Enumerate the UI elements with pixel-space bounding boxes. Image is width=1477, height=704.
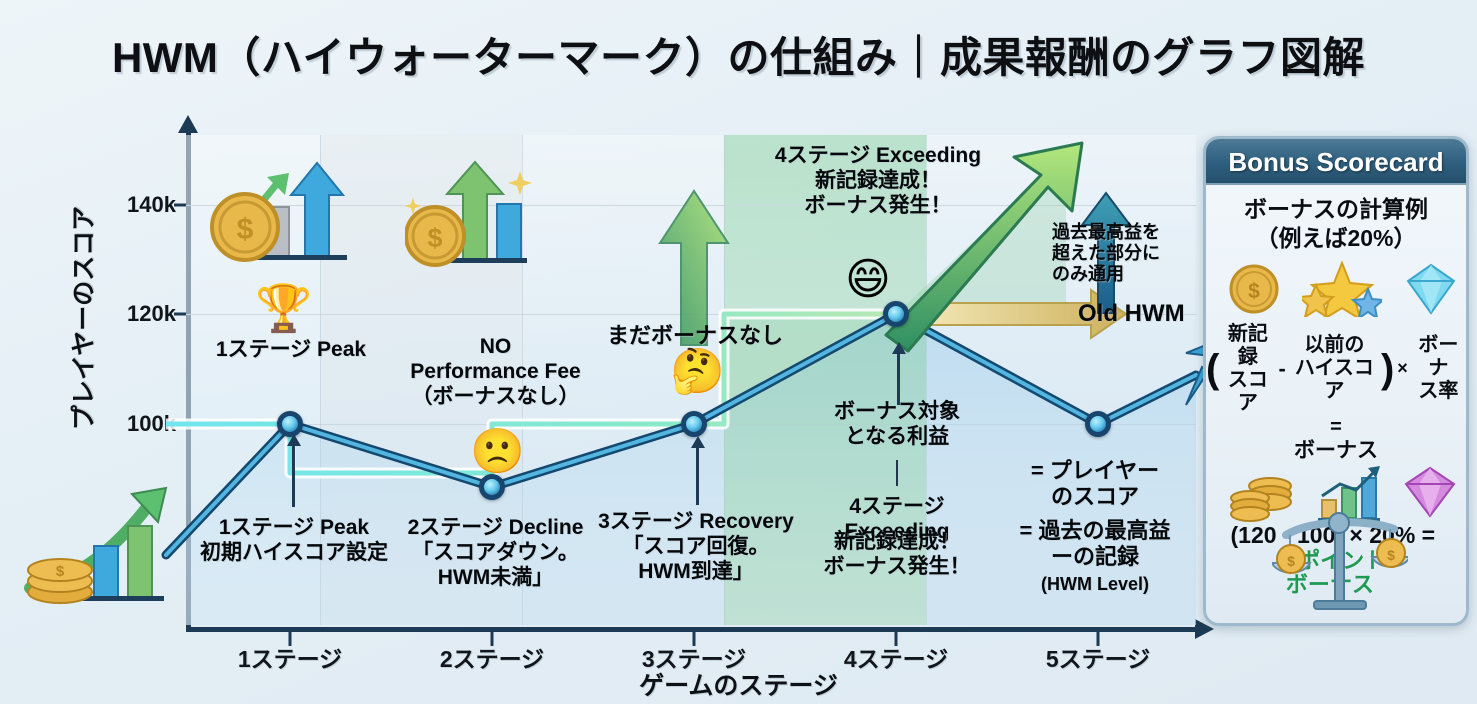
y-axis-label: プレイヤーのスコア: [70, 205, 98, 431]
annotation-old-hwm-note: 過去最高益を 超えた部分に のみ通用: [1052, 222, 1160, 285]
callout-arrow-stage1: [286, 434, 301, 507]
hwm-up-arrow: [1080, 191, 1132, 314]
stage-separator-1: [320, 135, 321, 625]
formula-term-prev-high: 以前の ハイスコア: [1294, 334, 1374, 402]
x-tick-label-2: 2ステージ: [439, 646, 545, 672]
formula-close-paren: ): [1380, 346, 1395, 391]
formula-open-paren: (: [1206, 346, 1220, 391]
x-tick-label-5: 5ステージ: [1045, 646, 1151, 672]
x-tick-label-1: 1ステージ: [237, 646, 343, 672]
big-green-growth-arrow: [884, 141, 1084, 353]
data-point-stage-2[interactable]: [479, 474, 505, 500]
annotation-stage3-top: まだボーナスなし: [606, 323, 783, 348]
coin-chart-arrow-icon-1: $: [210, 161, 347, 262]
annotation-old-hwm-label: Old HWM: [1078, 300, 1185, 327]
diamond-blue-icon: [1406, 263, 1456, 315]
stars-icon: [1302, 260, 1382, 317]
diamond-purple-icon: [1404, 466, 1456, 518]
annotation-stage1-bottom: 1ステージ Peak 初期ハイスコア設定: [200, 516, 388, 564]
annotation-stage4-bottom-body: 新記録達成！ ボーナス発生！: [823, 530, 971, 578]
stage3-green-arrow: [658, 189, 730, 346]
annotation-stage2-bottom: 2ステージ Decline 「スコアダウン。 HWM未満」: [407, 516, 584, 589]
annotation-stage1-top: 1ステージ Peak: [215, 338, 367, 361]
scales-icon: $ $: [1272, 512, 1408, 610]
svg-text:$: $: [1387, 547, 1395, 563]
annotation-stage4-top: 4ステージ Exceeding 新記録達成！ ボーナス発生！: [774, 144, 982, 217]
x-tick-label-4: 4ステージ: [843, 646, 949, 672]
svg-text:$: $: [1287, 553, 1295, 569]
formula-result-bonus: ボーナス: [1294, 438, 1378, 462]
stage4-connector-line: [896, 460, 898, 486]
annotation-stage2-top: NO Performance Fee （ボーナスなし）: [410, 335, 581, 408]
thinking-face-icon: 🤔: [670, 347, 725, 396]
legend-hwm-level: = 過去の最高益 ーの記録: [1019, 518, 1171, 569]
x-tickmark-3: [692, 632, 696, 646]
y-tick-140k-label: 140k: [127, 192, 176, 217]
page-title: HWM（ハイウォーターマーク）の仕組み｜成果報酬のグラフ図解: [111, 34, 1366, 81]
legend-player-score: = プレイヤー のスコア: [1030, 458, 1160, 509]
svg-text:$: $: [427, 223, 442, 253]
x-tickmark-2: [490, 632, 494, 646]
coin-chart-arrow-icon-2: $: [405, 160, 532, 267]
x-tickmark-1: [288, 632, 292, 646]
annotation-stage4-mid: ボーナス対象 となる利益: [834, 400, 960, 448]
formula-term-bonus-rate: ボーナ ス率: [1418, 334, 1459, 402]
stage-separator-2: [522, 135, 523, 625]
player-area-fill: [186, 314, 1196, 625]
formula-equals-operator: =: [1330, 415, 1342, 438]
annotation-stage4-bottom-title: 4ステージ Exceeding: [844, 495, 950, 543]
coins-stack-icon: [1230, 476, 1292, 522]
bonus-scorecard-title: Bonus Scorecard: [1206, 139, 1466, 185]
svg-text:$: $: [237, 213, 254, 246]
bonus-wedge: [724, 155, 1066, 625]
svg-text:$: $: [1248, 280, 1260, 303]
legend-hwm-sublabel: (HWM Level): [1041, 574, 1149, 594]
data-point-stage-4[interactable]: [883, 301, 909, 327]
callout-arrow-stage4: [891, 342, 906, 405]
chart-plot-area: [161, 135, 1228, 625]
annotation-stage3-bottom: 3ステージ Recovery 「スコア回復。 HWM到達」: [598, 510, 794, 583]
y-tick-120k-label: 120k: [127, 301, 176, 326]
formula-times-operator: ×: [1397, 358, 1408, 378]
bonus-scorecard-subtitle: ボーナスの計算例 （例えば20%）: [1244, 196, 1428, 251]
data-point-stage-3[interactable]: [681, 411, 707, 437]
callout-arrow-stage3: [690, 436, 705, 505]
x-tickmark-4: [894, 632, 898, 646]
x-axis-label: ゲームのステージ: [639, 672, 838, 700]
x-tick-label-3: 3ステージ: [641, 646, 747, 672]
data-point-stage-5[interactable]: [1085, 411, 1111, 437]
coins-growth-icon: $: [24, 486, 168, 604]
frowning-face-icon: 🙁: [470, 427, 525, 476]
formula-minus-operator: -: [1278, 355, 1286, 381]
formula-term-new-score: 新記録 スコア: [1227, 322, 1268, 414]
old-hwm-arrow: [925, 288, 1128, 340]
bonus-scorecard-panel: Bonus Scorecard ボーナスの計算例 （例えば20%） $ ( 新記…: [1203, 136, 1469, 626]
svg-text:$: $: [56, 563, 65, 580]
trophy-icon: 🏆: [255, 282, 313, 334]
grinning-face-icon: 😄: [845, 255, 891, 304]
coin-icon: $: [1229, 264, 1279, 313]
x-tickmark-5: [1096, 632, 1100, 646]
x-axis: [186, 619, 1214, 639]
